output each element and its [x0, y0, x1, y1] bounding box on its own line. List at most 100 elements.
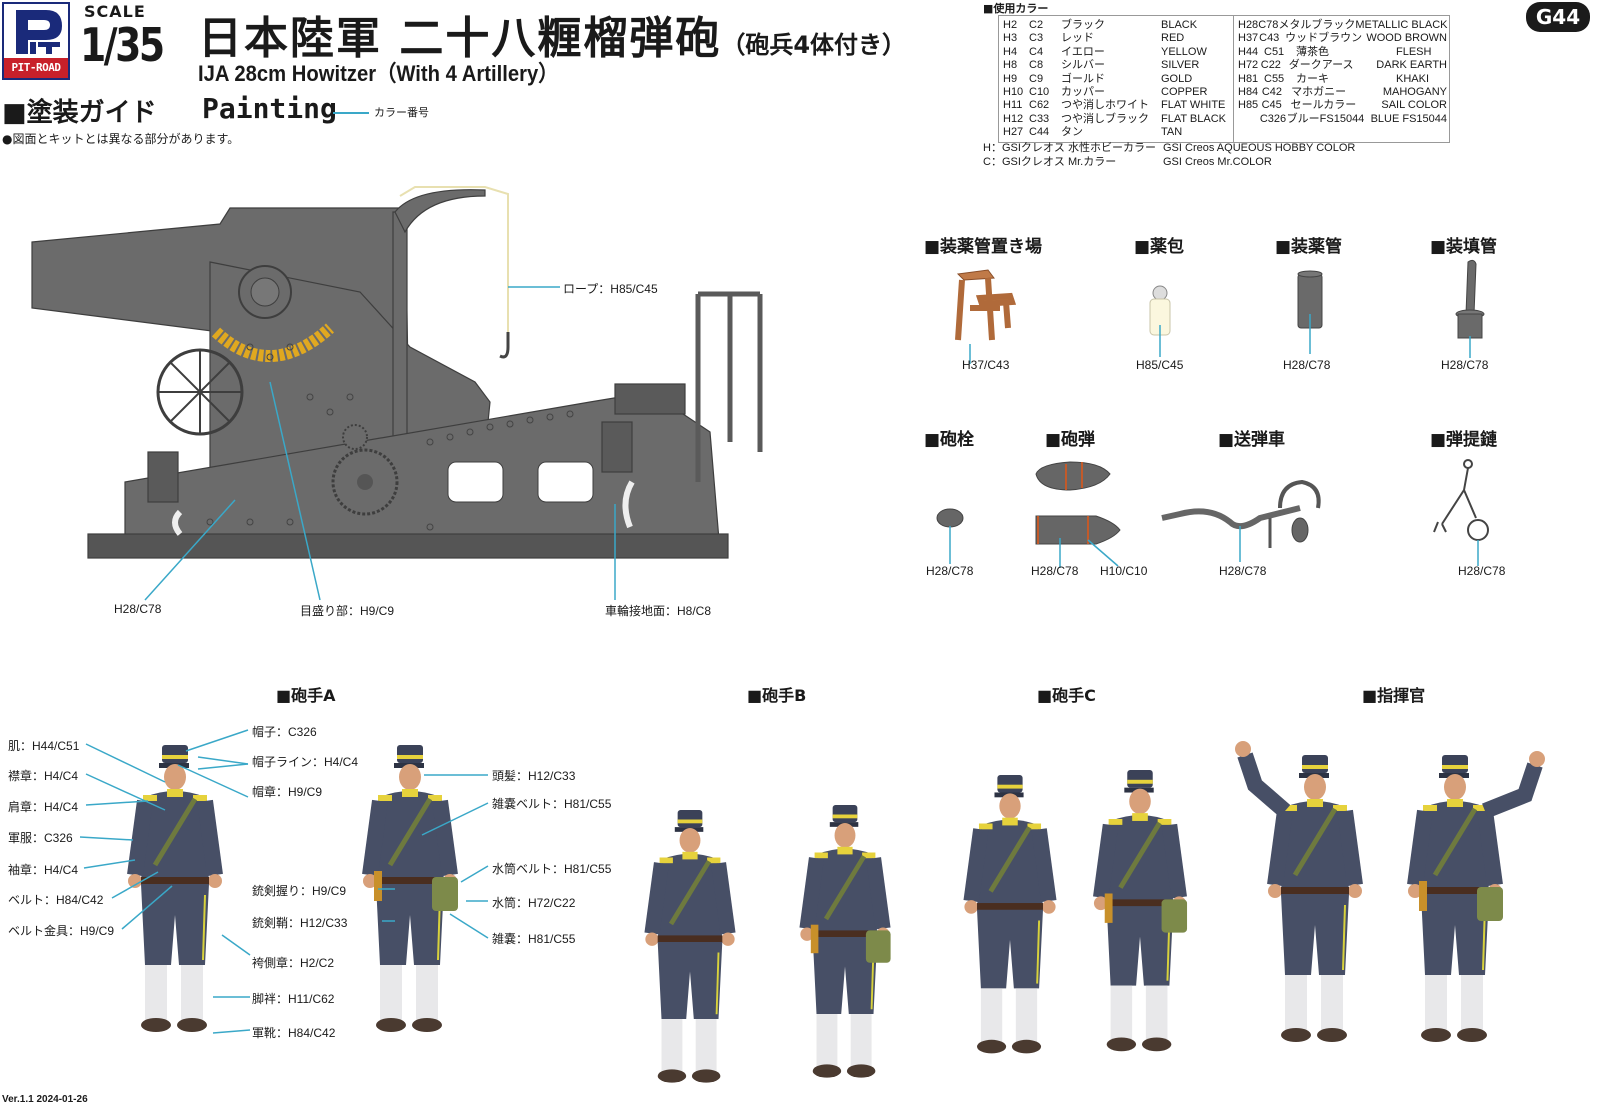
callout-scale: 目盛り部：H9/C9: [300, 604, 395, 618]
label-bayonet-grip: 銃剣握り：H9/C9: [252, 884, 347, 898]
scale-label: SCALE: [84, 2, 146, 21]
rope: [399, 186, 509, 332]
commander-front-figure: [1235, 741, 1362, 1042]
loading-tube-icon: [1455, 259, 1485, 358]
callout-wheel-contact: 車輪接地面：H8/C8: [605, 604, 712, 618]
gunner-b-front-figure: [645, 810, 734, 1083]
part-title-shell-chain: ■弾提鏈: [1430, 430, 1498, 450]
slide-window: [447, 461, 504, 503]
scale-value: 1/35: [80, 18, 165, 72]
powder-bag-icon: [1149, 285, 1171, 357]
label-canteen: 水筒：H72/C22: [492, 896, 576, 910]
label-shoulder-board: 肩章：H4/C4: [8, 800, 79, 814]
part-title-charge-tube: ■装薬管: [1275, 237, 1343, 257]
title-jp-sub: （砲兵4体付き）: [721, 31, 907, 59]
label-cap-line: 帽子ライン：H4/C4: [252, 755, 359, 769]
shell-chain-icon: [1433, 459, 1489, 566]
crane-arm: [394, 189, 486, 234]
figure-title-gunner-c: ■砲手C: [1037, 686, 1096, 705]
part-title-loading-tube: ■装填管: [1430, 237, 1498, 257]
part-label-charge-stand: H37/C43: [962, 358, 1010, 372]
front-wheel-housing: [147, 451, 179, 503]
part-title-shell-carrier: ■送弾車: [1218, 430, 1286, 450]
page-title-en: IJA 28cm Howitzer（With 4 Artillery）: [198, 61, 559, 86]
label-haversack-strap: 雑嚢ベルト：H81/C55: [492, 797, 612, 811]
slide-window: [537, 461, 594, 503]
label-collar-badge: 襟章：H4/C4: [8, 769, 79, 783]
legend-line-sample: [333, 112, 369, 114]
breech-plug-icon: [936, 508, 964, 564]
rear-wheel-housing: [601, 421, 633, 473]
part-label-shell-carrier: H28/C78: [1219, 564, 1267, 578]
label-hair: 頭髪：H12/C33: [492, 769, 576, 783]
elevation-scale-arc: [211, 323, 335, 362]
part-title-charge-stand: ■装薬管置き場: [924, 237, 1043, 257]
label-skin: 肌：H44/C51: [8, 739, 80, 753]
figure-title-commander: ■指揮官: [1362, 686, 1426, 705]
part-label-shell-band: H10/C10: [1100, 564, 1148, 578]
title-jp-main: 日本陸軍 二十八糎榴弾砲: [198, 13, 722, 64]
figure-title-gunner-a: ■砲手A: [276, 686, 336, 705]
gunner-a-back-figure: [363, 745, 458, 1032]
howitzer-side-view: [31, 186, 763, 601]
disclaimer-note: ●図面とキットとは異なる部分があります。: [2, 132, 240, 146]
label-uniform: 軍服：C326: [8, 831, 73, 845]
part-label-breech-plug: H28/C78: [926, 564, 974, 578]
label-gaiters: 脚袢：H11/C62: [252, 992, 335, 1006]
part-label-shell: H28/C78: [1031, 564, 1079, 578]
gunner-c-front-figure: [964, 775, 1055, 1053]
figure-title-gunner-b: ■砲手B: [747, 686, 807, 705]
gunner-c-back-figure: [1094, 770, 1187, 1051]
label-boots: 軍靴：H84/C42: [252, 1026, 336, 1040]
rear-wheel-contact: [622, 480, 635, 529]
colors-used-title: ■使用カラー: [983, 2, 1049, 15]
gear-small: [342, 424, 368, 450]
part-label-charge-tube: H28/C78: [1283, 358, 1331, 372]
loading-platform: [614, 383, 686, 415]
hook-icon: [499, 332, 510, 359]
part-label-powder-bag: H85/C45: [1136, 358, 1184, 372]
charge-tube-icon: [1297, 270, 1323, 354]
gunner-a-front-figure: [128, 745, 222, 1032]
shell-carrier-icon: [1161, 479, 1321, 562]
gunner-b-back-figure: [800, 805, 890, 1078]
label-cap: 帽子：C326: [252, 725, 317, 739]
label-cap-badge: 帽章：H9/C9: [252, 785, 323, 799]
label-haversack: 雑嚢：H81/C55: [492, 932, 576, 946]
label-cuff-badge: 袖章：H4/C4: [8, 863, 79, 877]
label-trouser-stripe: 袴側章：H2/C2: [252, 956, 335, 970]
label-canteen-strap: 水筒ベルト：H81/C55: [492, 862, 612, 876]
commander-back-figure: [1408, 751, 1545, 1042]
legend-label: カラー番号: [374, 106, 429, 119]
part-title-shell: ■砲弾: [1045, 430, 1096, 450]
painting-guide-heading: ■塗装ガイド: [2, 98, 157, 128]
label-belt: ベルト：H84/C42: [8, 893, 104, 907]
base-rail: [87, 533, 729, 559]
version-stamp: Ver.1.1 2024-01-26: [2, 1094, 88, 1105]
charge-stand-icon: [955, 269, 1017, 364]
pit-road-logo: PIT-ROAD: [2, 2, 70, 80]
part-title-powder-bag: ■薬包: [1134, 237, 1185, 257]
callout-body: H28/C78: [114, 602, 162, 616]
